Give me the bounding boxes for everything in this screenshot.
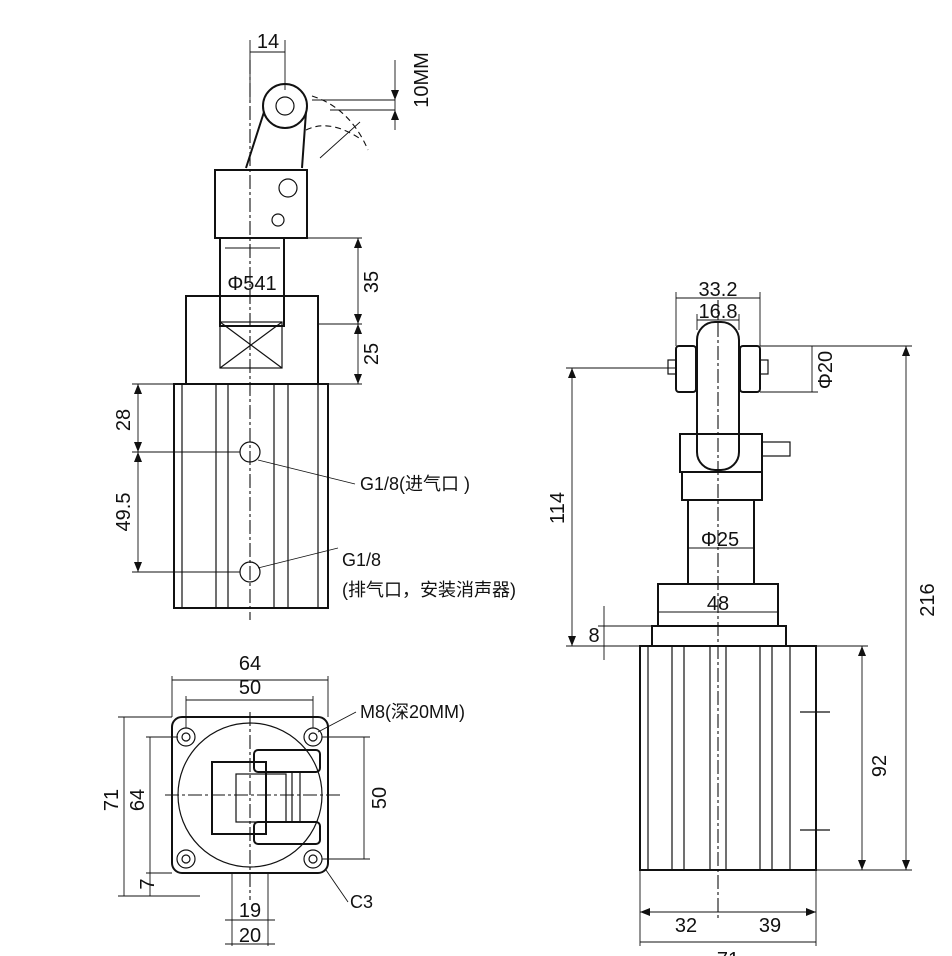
note-exhaust-line1: G1/8	[342, 550, 381, 570]
roller-right	[739, 345, 761, 393]
dim-stroke: 10MM	[411, 52, 433, 108]
bottom-view: 64 50 71 64 7 50 19 20 M8(深20MM) C3	[101, 653, 465, 947]
dim-d25: Φ25	[701, 529, 739, 551]
dim-h25: 25	[361, 343, 383, 365]
dim-w39: 39	[759, 915, 781, 937]
roller	[262, 83, 308, 129]
end-cap	[185, 295, 319, 385]
piston-rod	[219, 237, 285, 327]
dim-w50: 50	[239, 677, 261, 699]
dim-h8: 8	[588, 625, 599, 647]
note-thread: M8(深20MM)	[360, 702, 465, 722]
dim-h35: 35	[361, 271, 383, 293]
dim-h71: 71	[101, 789, 123, 811]
front-view: 10MM 14 Φ541	[113, 31, 516, 620]
roller-left	[675, 345, 697, 393]
cylinder-body	[173, 383, 329, 609]
dim-h50: 50	[369, 787, 391, 809]
dim-d20: Φ20	[815, 351, 837, 389]
note-exhaust-line2: (排气口，安装消声器)	[342, 580, 516, 600]
dim-w32: 32	[675, 915, 697, 937]
lever-arm	[245, 111, 307, 169]
side-view: 33.2 16.8 Φ20 114 Φ25 48 8 216	[547, 279, 939, 956]
dim-h28: 28	[113, 409, 135, 431]
roller-top	[253, 749, 321, 773]
dim-roller-offset: 14	[257, 31, 279, 53]
dim-w19: 19	[239, 900, 261, 922]
dim-h7: 7	[137, 878, 159, 889]
dim-h114: 114	[547, 492, 569, 524]
dim-h49-5: 49.5	[113, 493, 135, 532]
dim-h64: 64	[127, 789, 149, 811]
dim-h92: 92	[869, 755, 891, 777]
dim-w16-8: 16.8	[699, 301, 738, 323]
cylinder-body-side	[639, 645, 817, 871]
roller-bottom	[253, 821, 321, 845]
dim-w71: 71	[717, 949, 739, 956]
dim-w33-2: 33.2	[699, 279, 738, 301]
dim-h216: 216	[917, 583, 939, 616]
dim-w64: 64	[239, 653, 261, 675]
note-inlet: G1/8(进气口 )	[360, 474, 470, 494]
dim-w48: 48	[707, 593, 729, 615]
note-chamfer: C3	[350, 892, 373, 912]
dim-w20: 20	[239, 925, 261, 947]
dim-rod-diameter: Φ541	[227, 273, 276, 295]
